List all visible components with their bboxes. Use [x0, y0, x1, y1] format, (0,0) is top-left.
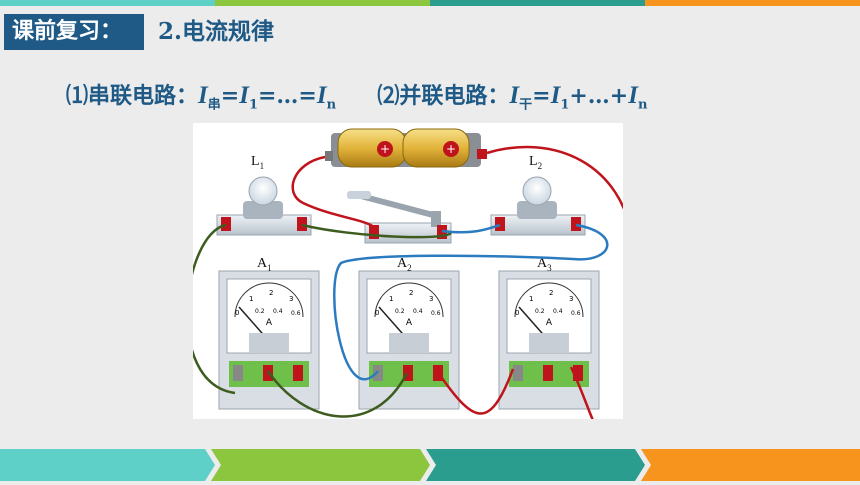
svg-text:+: +	[380, 142, 390, 156]
series-equals: =	[220, 83, 240, 109]
circuit-svg: + + L1	[186, 128, 640, 443]
bottom-tile-green	[211, 449, 430, 481]
meter-scale-top-label: 1	[529, 295, 533, 303]
series-subscript-n: n	[326, 97, 337, 113]
wire-red-battery-switch	[291, 155, 375, 229]
bottom-color-bar	[0, 449, 860, 481]
series-subscript-1: 1	[248, 97, 258, 113]
series-current-1: I	[239, 82, 249, 109]
meter-scale-bottom-label: 0.4	[413, 308, 423, 315]
parallel-subscript-1: 1	[560, 97, 570, 113]
meter-unit-a2: A	[406, 318, 413, 328]
meter-scale-bottom-label: 0.2	[395, 308, 405, 315]
ammeter-a1: A A1 1 2 3 0.2 0.4 0.6 0	[218, 256, 320, 410]
meter-scale-top-label: 2	[269, 289, 273, 297]
ammeter-a1-label: A1	[257, 256, 272, 273]
series-total-current: I	[198, 82, 208, 109]
lamp-l1: L1	[216, 154, 312, 236]
wire-red-a2	[435, 368, 515, 415]
parallel-ellipsis: +…+	[569, 83, 629, 109]
bottom-bar-svg	[0, 449, 860, 481]
top-color-bar	[0, 0, 860, 6]
meter-scale-top-label: 1	[249, 295, 253, 303]
meter-scale-bottom-label: 0.2	[535, 308, 545, 315]
bottom-tile-teal	[0, 449, 215, 481]
section-subtitle: 2.电流规律	[158, 18, 275, 45]
circuit-diagram: + + L1	[186, 123, 640, 443]
series-ellipsis: =…=	[257, 83, 317, 109]
meter-unit-a3: A	[546, 318, 553, 328]
current-law-formulas: ⑴串联电路：I串=I1=…=In ⑵并联电路：I干=I1+…+In	[66, 78, 647, 112]
battery: + +	[325, 128, 487, 168]
parallel-label: ⑵并联电路：	[377, 83, 510, 109]
parallel-subscript-n: n	[637, 97, 648, 113]
meter-scale-bottom-label: 0.4	[553, 308, 563, 315]
top-bar-green	[215, 0, 430, 6]
lamp-l2-label: L2	[529, 154, 542, 171]
parallel-subscript: 干	[519, 97, 533, 113]
parallel-current-n: I	[628, 82, 638, 109]
ammeter-a2: A A2 1 2 3 0.2 0.4 0.6 0	[358, 256, 460, 410]
parallel-equals: =	[532, 83, 551, 109]
meter-scale-zero: 0	[515, 309, 519, 317]
meter-scale-zero: 0	[235, 309, 239, 317]
series-subscript: 串	[207, 97, 221, 113]
meter-scale-bottom-label: 0.4	[273, 308, 283, 315]
lamp-l1-label: L1	[251, 154, 264, 171]
bottom-tile-dark-teal	[426, 449, 645, 481]
parallel-current-1: I	[550, 82, 561, 109]
meter-scale-bottom-label: 0.6	[431, 310, 441, 317]
meter-scale-top-label: 3	[289, 295, 293, 303]
wire-blue-loop	[333, 223, 609, 381]
series-current-n: I	[316, 82, 327, 109]
lamp-l2: L2	[490, 154, 586, 236]
svg-text:+: +	[446, 142, 456, 156]
top-bar-teal	[0, 0, 215, 6]
ammeter-a2-label: A2	[397, 256, 412, 273]
section-title: 课前复习：	[4, 14, 144, 50]
meter-scale-top-label: 3	[429, 295, 433, 303]
ammeter-a3: A A3 1 2 3 0.2 0.4 0.6 0	[498, 256, 600, 410]
meter-scale-bottom-label: 0.6	[571, 310, 581, 317]
wire-green-bottom	[266, 370, 409, 418]
meter-scale-zero: 0	[375, 309, 379, 317]
meter-scale-bottom-label: 0.2	[255, 308, 265, 315]
series-label: ⑴串联电路：	[66, 83, 199, 109]
meter-scale-top-label: 2	[549, 289, 553, 297]
top-bar-orange	[645, 0, 860, 6]
meter-scale-bottom-label: 0.6	[291, 310, 301, 317]
ammeter-a3-label: A3	[537, 256, 552, 273]
meter-scale-top-label: 1	[389, 295, 393, 303]
wire-blue-top	[441, 223, 501, 234]
parallel-total-current: I	[509, 82, 520, 109]
wire-green-top	[301, 223, 452, 239]
bottom-tile-orange	[641, 449, 860, 481]
meter-scale-top-label: 3	[569, 295, 573, 303]
meter-scale-top-label: 2	[409, 289, 413, 297]
meter-unit-a1: A	[266, 318, 273, 328]
top-bar-dark-teal	[430, 0, 645, 6]
